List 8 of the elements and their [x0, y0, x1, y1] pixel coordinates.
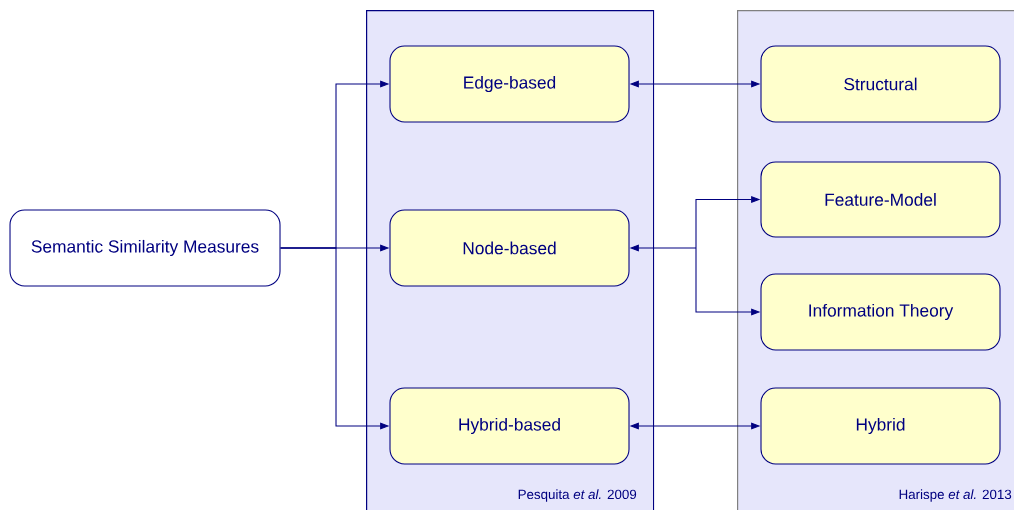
rounded-box: Hybrid-based: [389, 387, 630, 465]
rounded-box: Structural: [760, 45, 1001, 123]
rounded-box: Node-based: [389, 209, 630, 287]
rounded-box: Information Theory: [760, 273, 1001, 351]
rounded-box: Edge-based: [389, 45, 630, 123]
rounded-box: Semantic Similarity Measures: [9, 209, 281, 287]
rounded-box: Hybrid: [760, 387, 1001, 465]
rounded-box: Feature-Model: [760, 161, 1001, 238]
